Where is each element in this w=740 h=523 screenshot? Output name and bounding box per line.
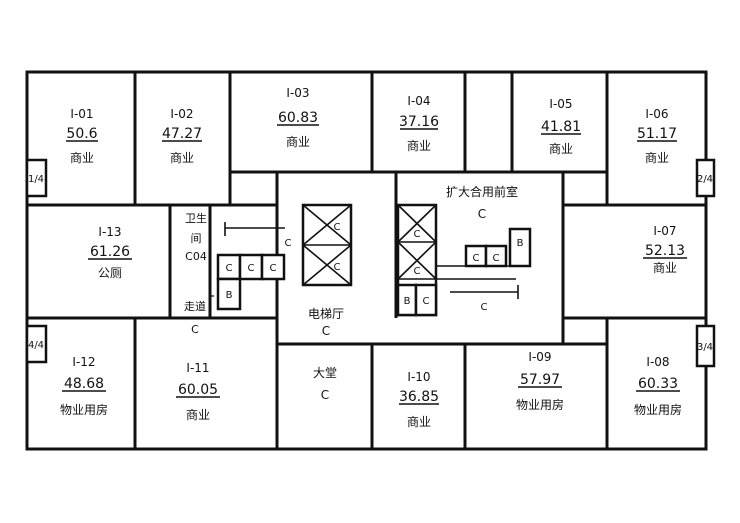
marker-c: C bbox=[334, 222, 341, 233]
toilet-line2: 间 bbox=[191, 232, 202, 245]
unit-use-I-13: 公厕 bbox=[98, 266, 122, 280]
unit-area-I-06: 51.17 bbox=[637, 126, 677, 142]
tab-2-4: 2/4 bbox=[697, 174, 713, 185]
elevator-hall-name: 电梯厅 bbox=[308, 307, 344, 321]
corridor-name: 走道 bbox=[184, 299, 206, 313]
unit-use-I-03: 商业 bbox=[286, 134, 310, 149]
unit-use-I-06: 商业 bbox=[645, 150, 669, 165]
front-room-name: 扩大合用前室 bbox=[446, 184, 518, 199]
marker-c: C bbox=[493, 253, 500, 264]
marker-c: C bbox=[414, 229, 421, 240]
unit-area-I-08: 60.33 bbox=[638, 376, 678, 392]
shaft-markers: C C C C C C C C B C C B B C C bbox=[226, 222, 524, 313]
bottom-row-walls bbox=[25, 316, 708, 451]
unit-id-I-06: I-06 bbox=[645, 107, 668, 121]
unit-id-I-11: I-11 bbox=[186, 361, 209, 375]
unit-id-I-10: I-10 bbox=[407, 370, 430, 384]
unit-use-I-04: 商业 bbox=[407, 138, 431, 153]
unit-id-I-08: I-08 bbox=[646, 355, 669, 369]
marker-c: C bbox=[473, 253, 480, 264]
common-space-labels: 电梯厅 C 大堂 C 扩大合用前室 C 卫生 间 C04 走道 C bbox=[184, 184, 518, 402]
unit-area-I-11: 60.05 bbox=[178, 382, 218, 398]
front-room-code: C bbox=[478, 207, 486, 221]
marker-c: C bbox=[248, 263, 255, 274]
unit-area-I-13: 61.26 bbox=[90, 244, 130, 260]
unit-id-I-07: I-07 bbox=[653, 224, 676, 238]
unit-use-I-12: 物业用房 bbox=[60, 402, 108, 417]
tab-1-4: 1/4 bbox=[28, 174, 44, 185]
unit-use-I-05: 商业 bbox=[549, 141, 573, 156]
unit-use-I-08: 物业用房 bbox=[634, 402, 682, 417]
unit-area-I-05: 41.81 bbox=[541, 119, 581, 135]
marker-b: B bbox=[517, 238, 524, 249]
unit-use-I-10: 商业 bbox=[407, 414, 431, 429]
lobby-code: C bbox=[321, 388, 329, 402]
unit-use-I-09: 物业用房 bbox=[516, 397, 564, 412]
unit-id-I-05: I-05 bbox=[549, 97, 572, 111]
unit-area-I-10: 36.85 bbox=[399, 389, 439, 405]
unit-area-I-12: 48.68 bbox=[64, 376, 104, 392]
unit-area-I-01: 50.6 bbox=[66, 126, 97, 142]
unit-area-I-07: 52.13 bbox=[645, 243, 685, 259]
unit-id-I-02: I-02 bbox=[170, 107, 193, 121]
top-row-walls bbox=[25, 70, 708, 207]
tab-4-4: 4/4 bbox=[28, 340, 44, 351]
marker-c: C bbox=[270, 263, 277, 274]
side-tab-labels: 1/4 2/4 4/4 3/4 bbox=[28, 174, 713, 353]
unit-id-I-09: I-09 bbox=[528, 350, 551, 364]
elevator-hall-code: C bbox=[322, 324, 330, 338]
marker-c: C bbox=[226, 263, 233, 274]
unit-id-I-04: I-04 bbox=[407, 94, 430, 108]
marker-b: B bbox=[404, 296, 411, 307]
marker-c: C bbox=[481, 302, 488, 313]
unit-id-I-03: I-03 bbox=[286, 86, 309, 100]
corridor-code: C bbox=[191, 323, 199, 336]
unit-id-I-13: I-13 bbox=[98, 225, 121, 239]
unit-area-I-02: 47.27 bbox=[162, 126, 202, 142]
unit-id-I-01: I-01 bbox=[70, 107, 93, 121]
outer-wall bbox=[25, 70, 708, 451]
lobby-name: 大堂 bbox=[313, 366, 337, 380]
marker-c: C bbox=[285, 238, 292, 249]
marker-c: C bbox=[414, 266, 421, 277]
toilet-code: C04 bbox=[185, 250, 207, 263]
unit-use-I-07: 商业 bbox=[653, 260, 677, 275]
unit-labels: I-01 50.6 商业 I-02 47.27 商业 I-03 60.83 商业… bbox=[60, 86, 687, 429]
stair-lines bbox=[210, 222, 519, 299]
unit-id-I-12: I-12 bbox=[72, 355, 95, 369]
tab-3-4: 3/4 bbox=[697, 342, 713, 353]
unit-use-I-11: 商业 bbox=[186, 407, 210, 422]
unit-area-I-04: 37.16 bbox=[399, 114, 439, 130]
marker-b: B bbox=[226, 290, 233, 301]
unit-use-I-01: 商业 bbox=[70, 150, 94, 165]
elevator-shaft-left bbox=[301, 203, 353, 287]
unit-use-I-02: 商业 bbox=[170, 150, 194, 165]
side-tabs bbox=[25, 158, 716, 368]
unit-area-I-03: 60.83 bbox=[278, 110, 318, 126]
toilet-line1: 卫生 bbox=[185, 211, 207, 225]
marker-c: C bbox=[423, 296, 430, 307]
service-shafts bbox=[216, 227, 532, 317]
unit-area-I-09: 57.97 bbox=[520, 372, 560, 388]
marker-c: C bbox=[334, 262, 341, 273]
